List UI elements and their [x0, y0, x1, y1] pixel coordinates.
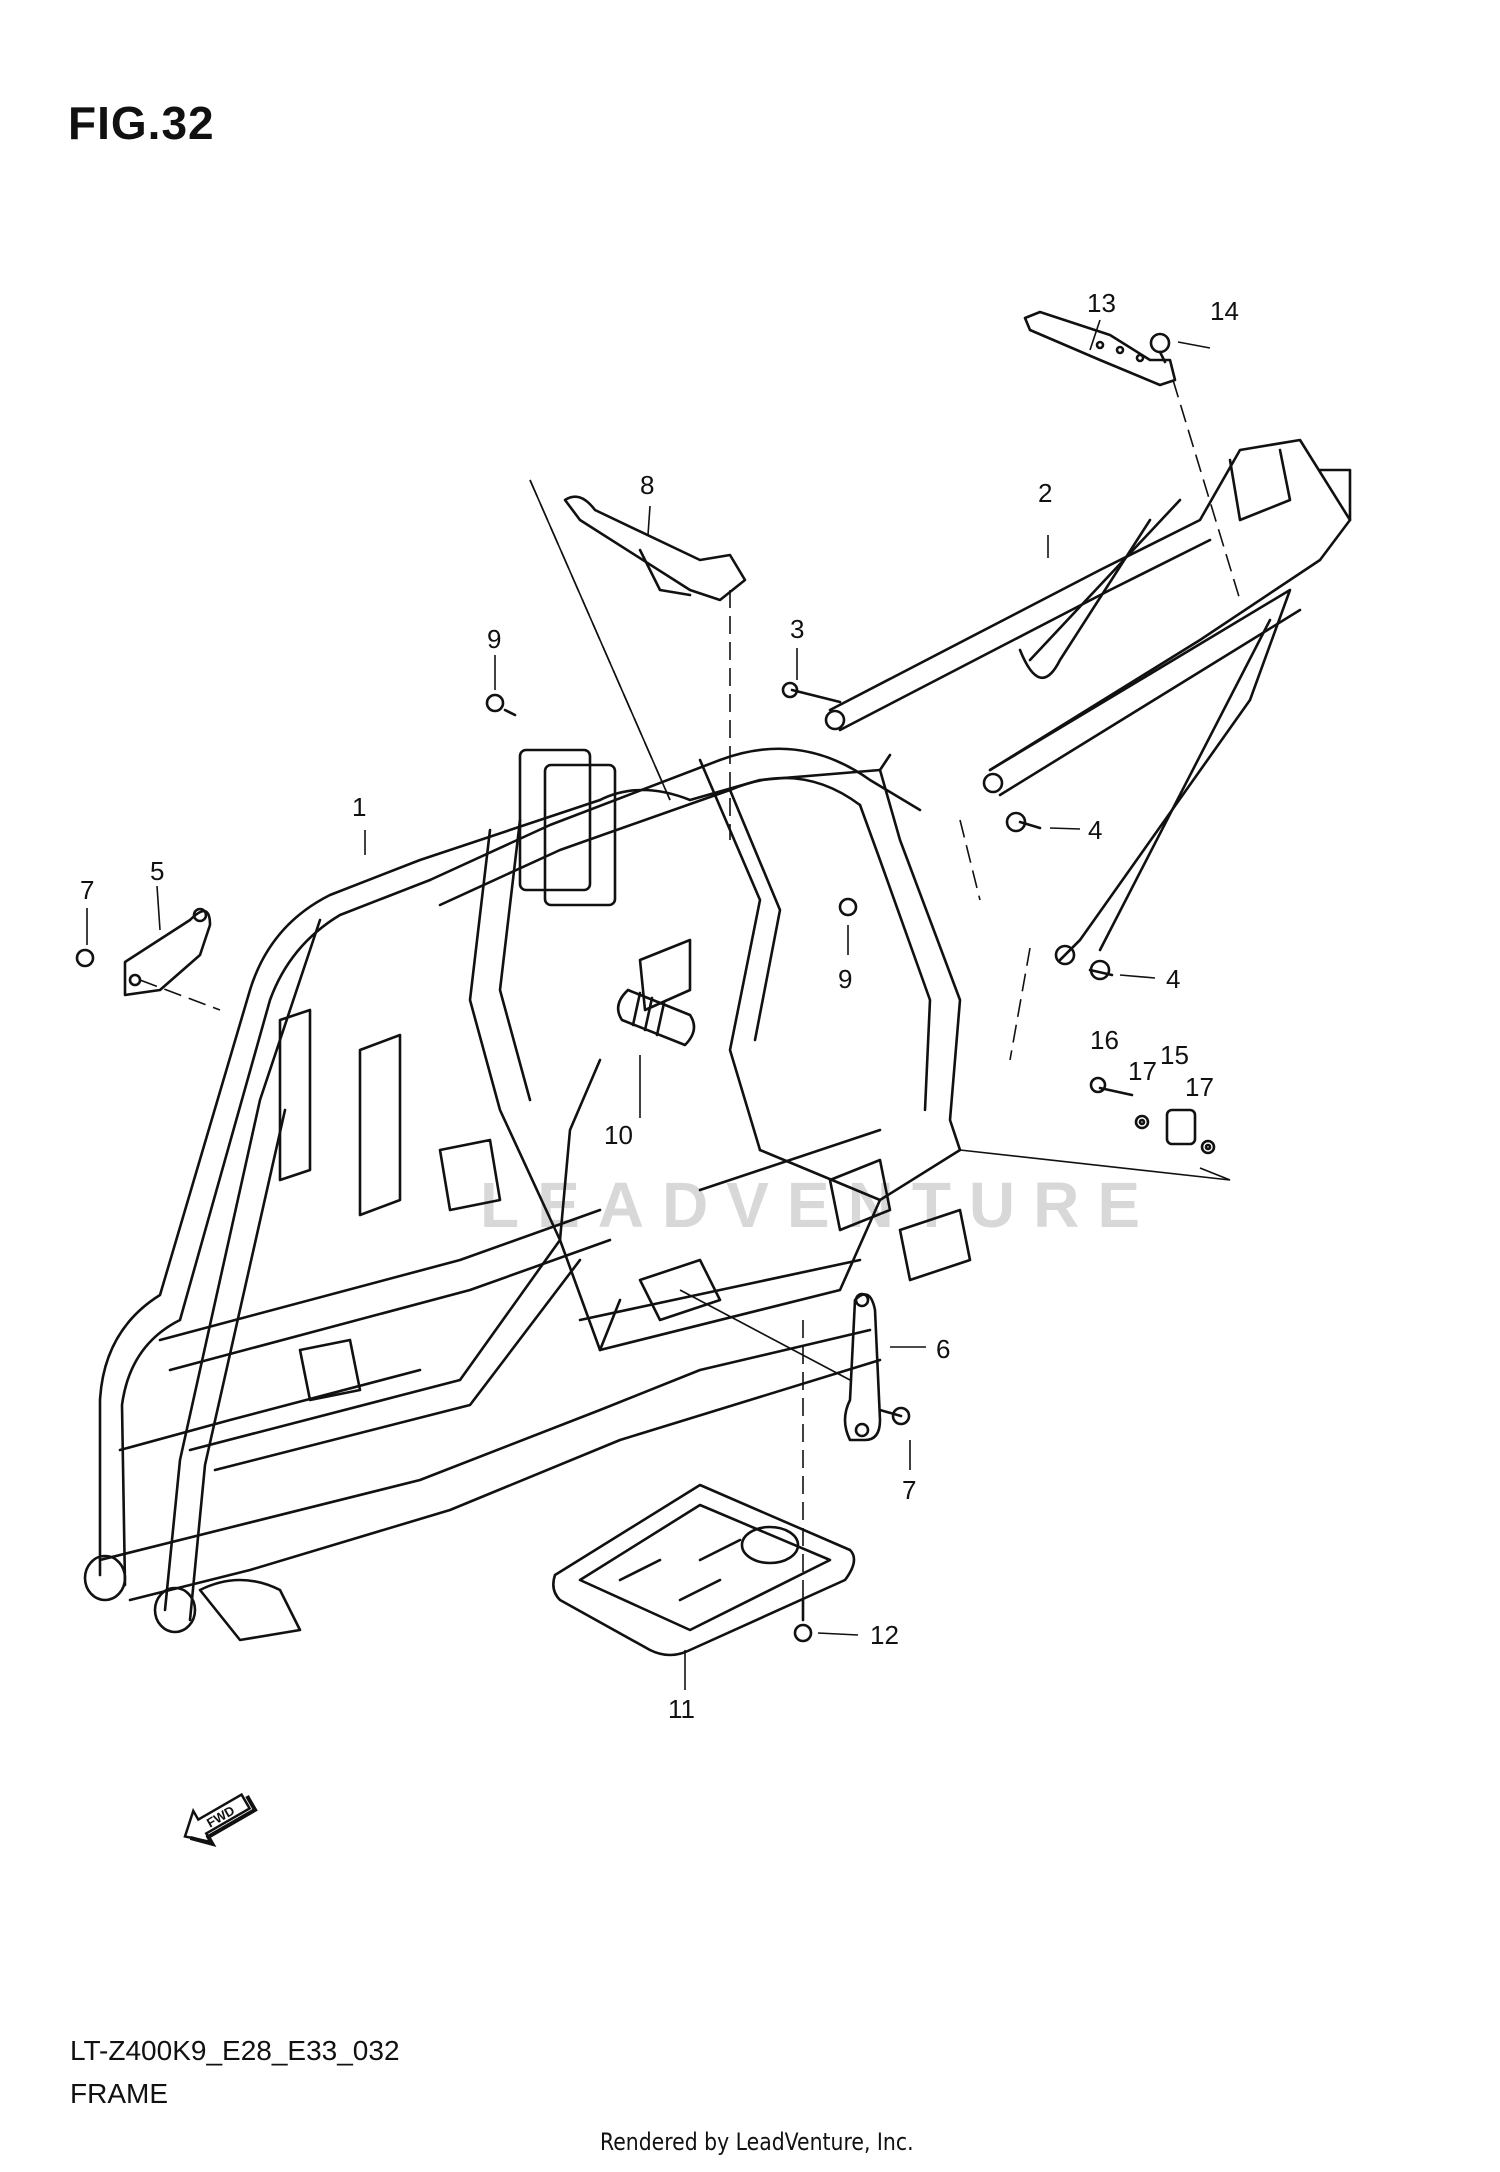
bracket-6 — [843, 1292, 882, 1442]
callout-14: 14 — [1210, 296, 1239, 326]
rear-frame — [824, 438, 1352, 966]
bracket-5 — [123, 907, 212, 997]
footer-credit: Rendered by LeadVenture, Inc. — [600, 2128, 914, 2156]
callout-6: 6 — [936, 1334, 951, 1364]
callout-17a: 17 — [1128, 1056, 1157, 1086]
callout-1: 1 — [352, 792, 367, 822]
callout-9a: 9 — [487, 624, 502, 654]
callout-15: 15 — [1160, 1040, 1189, 1070]
callout-10: 10 — [604, 1120, 633, 1150]
callout-4a: 4 — [1088, 815, 1103, 845]
crossbar-8 — [563, 495, 747, 602]
model-code: LT-Z400K9_E28_E33_032 — [70, 2035, 400, 2066]
callout-2: 2 — [1038, 478, 1053, 508]
bolts — [75, 332, 1216, 1643]
fwd-arrow-icon: FWD — [183, 1792, 258, 1848]
watermark: LEADVENTURE — [480, 1169, 1159, 1241]
callout-9b: 9 — [838, 964, 853, 994]
model-name: FRAME — [70, 2078, 168, 2109]
callout-13: 13 — [1087, 288, 1116, 318]
callout-7b: 7 — [902, 1475, 917, 1505]
stopper-10 — [616, 988, 696, 1047]
bracket-13 — [1023, 310, 1177, 387]
callout-11: 11 — [668, 1694, 695, 1724]
callout-16: 16 — [1090, 1025, 1119, 1055]
skid-plate-11 — [552, 1483, 856, 1657]
callout-12: 12 — [870, 1620, 899, 1650]
figure-title: FIG.32 — [68, 97, 215, 149]
callout-17b: 17 — [1185, 1072, 1214, 1102]
callout-5: 5 — [150, 856, 165, 886]
callout-3: 3 — [790, 614, 805, 644]
main-frame — [83, 747, 972, 1642]
callout-7a: 7 — [80, 875, 95, 905]
callout-8: 8 — [640, 470, 655, 500]
callout-4b: 4 — [1166, 964, 1181, 994]
